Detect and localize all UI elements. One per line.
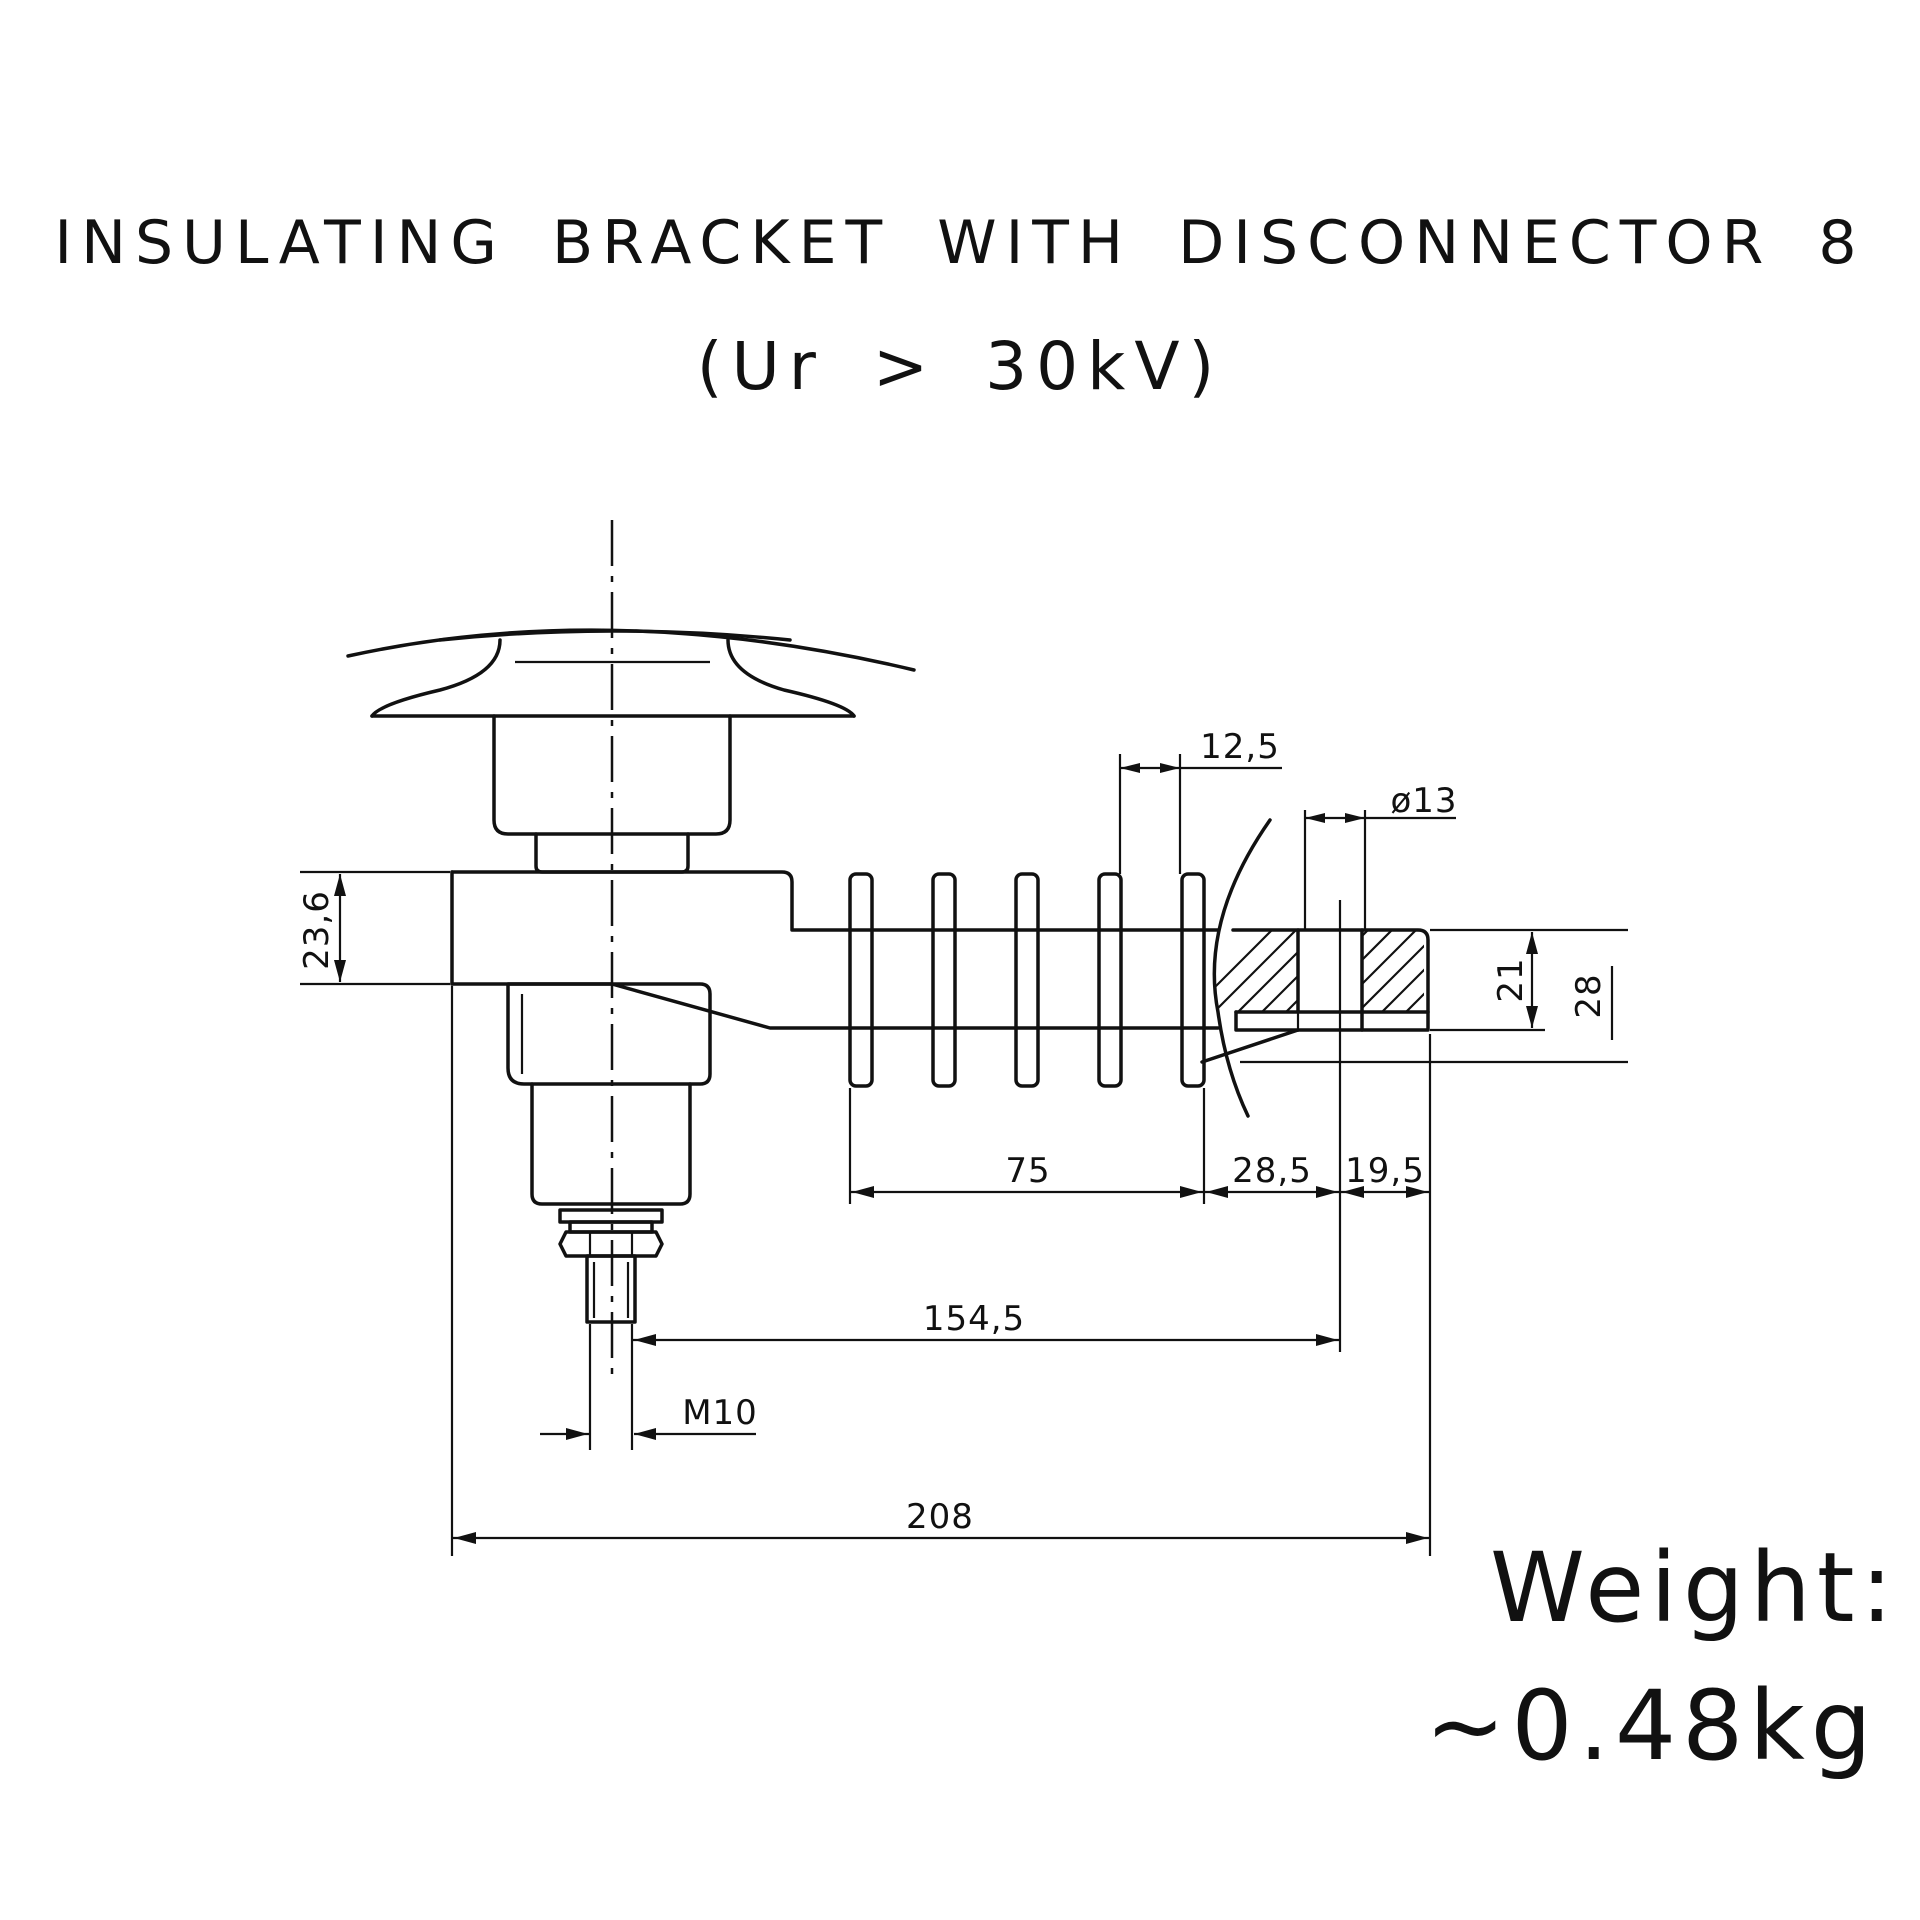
break-line xyxy=(1212,818,1272,1118)
dim-28-5-label: 28,5 xyxy=(1232,1151,1312,1191)
bracket-arm xyxy=(450,870,1220,1030)
dim-208-label: 208 xyxy=(906,1497,974,1537)
dim-m10-label: M10 xyxy=(682,1393,758,1433)
dim-19-5-label: 19,5 xyxy=(1345,1151,1425,1191)
dim-23-6 xyxy=(300,870,450,986)
weight-value: ~0.48kg xyxy=(1425,1670,1878,1782)
dim-28-label: 28 xyxy=(1569,973,1609,1018)
dim-154-5-label: 154,5 xyxy=(923,1299,1025,1339)
drawing-title: INSULATING BRACKET WITH DISCONNECTOR 8 xyxy=(54,208,1866,278)
arm-fins xyxy=(848,872,1206,1088)
dim-154-5 xyxy=(630,1324,1340,1450)
dim-21-label: 21 xyxy=(1491,957,1531,1002)
weight-label: Weight: xyxy=(1490,1532,1899,1644)
bolt-assembly xyxy=(506,982,712,1324)
dim-208 xyxy=(450,986,1430,1556)
dim-23-6-label: 23,6 xyxy=(297,890,337,970)
insulator-cap xyxy=(346,628,916,718)
drawing-subtitle: (Ur > 30kV) xyxy=(696,328,1224,405)
dim-21-28 xyxy=(1240,928,1628,1064)
dim-75-28-5-19-5 xyxy=(848,900,1432,1556)
dim-dia13-label: ø13 xyxy=(1390,781,1457,821)
dim-75-label: 75 xyxy=(1005,1151,1050,1191)
dim-12-5 xyxy=(1118,754,1282,874)
dim-12-5-label: 12,5 xyxy=(1200,727,1280,767)
dim-dia13 xyxy=(1303,810,1456,930)
dim-m10 xyxy=(540,1324,756,1450)
